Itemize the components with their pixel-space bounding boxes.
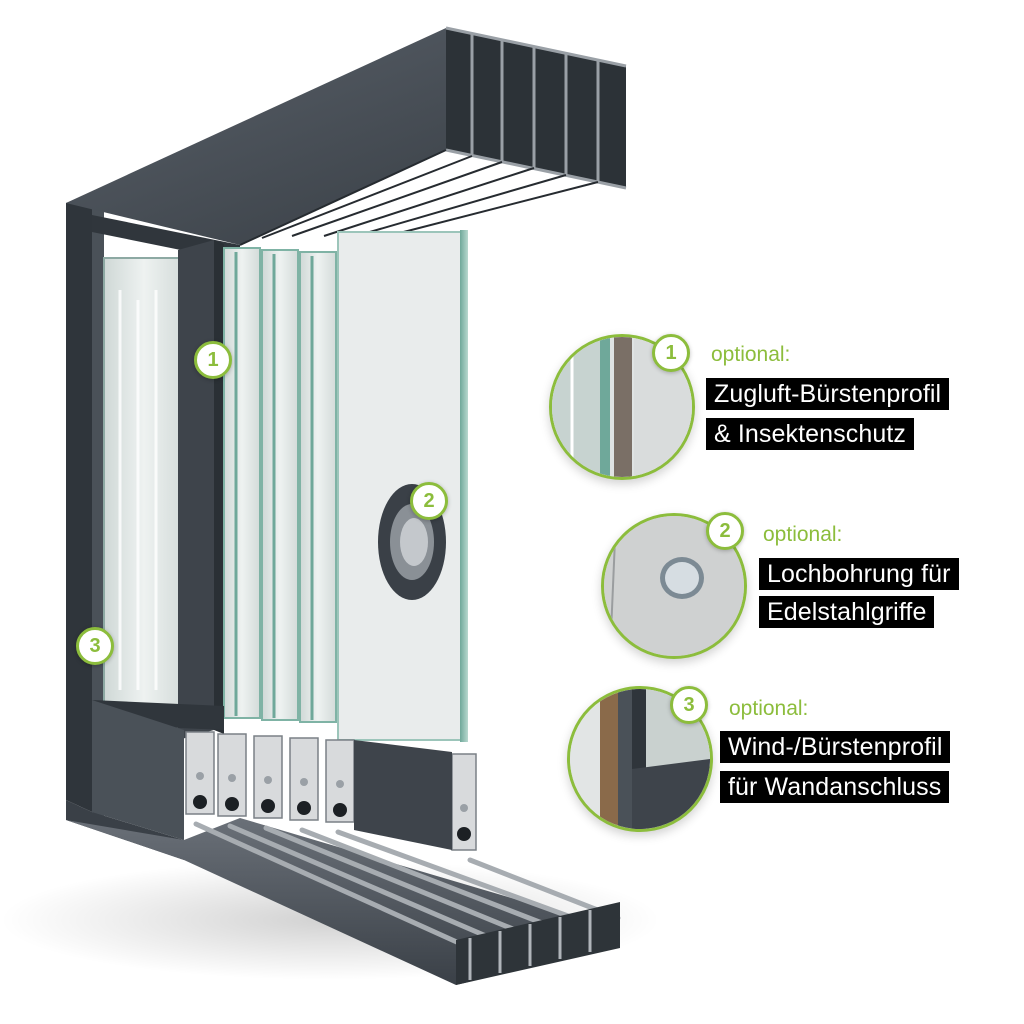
callout-2-line-1: Lochbohrung für bbox=[759, 558, 959, 590]
callout-number: 1 bbox=[665, 341, 677, 364]
screw-heads bbox=[196, 772, 468, 812]
callout-3-optional-label: optional: bbox=[729, 697, 809, 720]
sash-bottom-blocks bbox=[185, 731, 477, 851]
floor-track-end bbox=[456, 902, 620, 985]
fixed-glass-panel bbox=[103, 257, 185, 709]
marker-number: 1 bbox=[207, 348, 219, 371]
marker-1-brush-profile: 1 bbox=[194, 341, 232, 379]
marker-number: 3 bbox=[89, 634, 101, 657]
callout-badge-2: 2 bbox=[706, 512, 744, 550]
bottom-end-panel bbox=[354, 740, 452, 850]
top-rails bbox=[239, 149, 599, 246]
sash-profile bbox=[178, 240, 214, 740]
top-header-end bbox=[446, 28, 626, 188]
callout-2-optional-label: optional: bbox=[763, 523, 843, 546]
roller-holes bbox=[193, 795, 471, 841]
panel-edges bbox=[234, 252, 314, 720]
marker-2-handle-hole: 2 bbox=[410, 482, 448, 520]
floor-track-rails bbox=[193, 821, 621, 951]
sliding-glass-panels bbox=[223, 230, 468, 742]
marker-number: 2 bbox=[423, 489, 435, 512]
callout-1-optional-label: optional: bbox=[711, 343, 791, 366]
callout-2-line-2: Edelstahlgriffe bbox=[759, 596, 935, 628]
callout-1-line-1: Zugluft-Bürstenprofil bbox=[706, 378, 950, 410]
floor-track-end-channels bbox=[468, 910, 592, 980]
callout-3-line-1: Wind-/Bürstenprofil bbox=[720, 731, 951, 763]
bottom-wall-plate bbox=[92, 700, 184, 840]
detail-zoom-handle-hole bbox=[601, 513, 747, 659]
sash-profile-side bbox=[214, 240, 224, 734]
callout-1-line-2: & Insektenschutz bbox=[706, 418, 914, 450]
fixed-glass-reflections bbox=[118, 290, 158, 690]
callout-number: 3 bbox=[683, 693, 695, 716]
callout-number: 2 bbox=[719, 519, 731, 542]
callout-badge-1: 1 bbox=[652, 334, 690, 372]
callout-3-line-2: für Wandanschluss bbox=[720, 771, 950, 803]
marker-3-wall-profile: 3 bbox=[76, 627, 114, 665]
callout-badge-3: 3 bbox=[670, 686, 708, 724]
left-frame-post bbox=[66, 193, 92, 812]
